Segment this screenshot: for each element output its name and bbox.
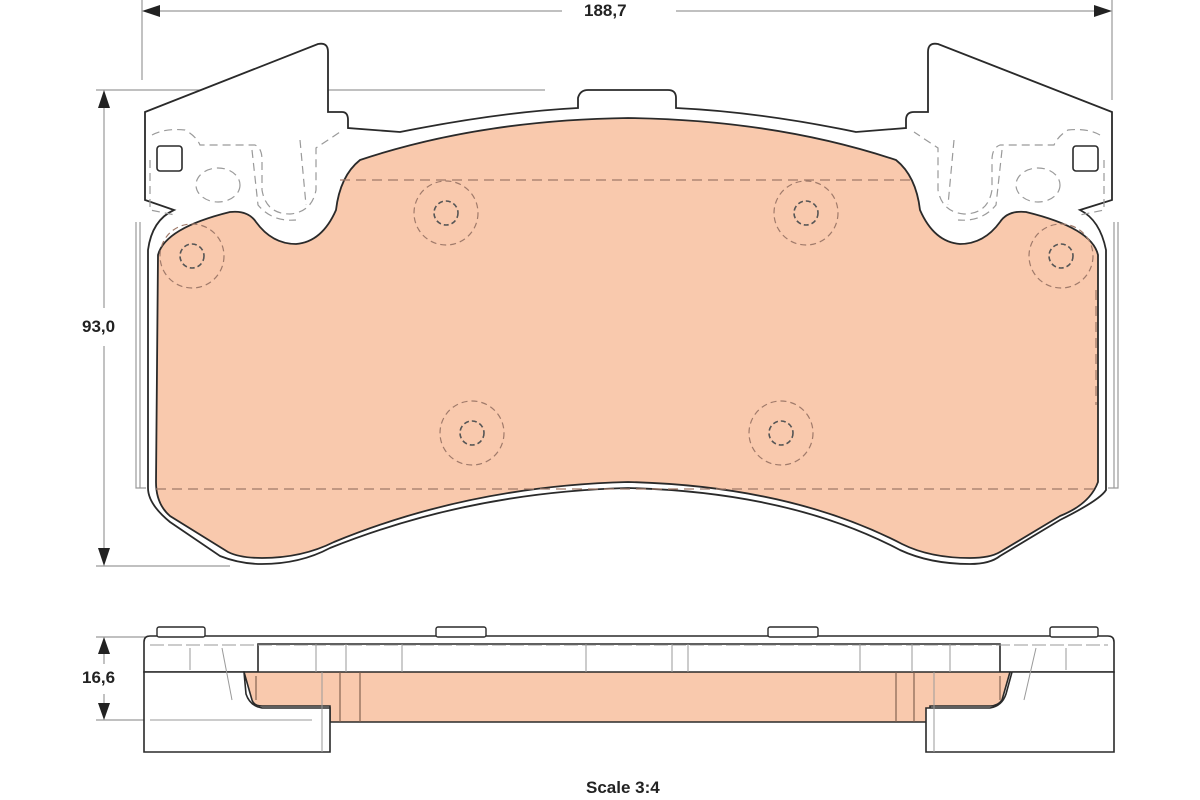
- thickness-dimension-label: 16,6: [78, 668, 120, 688]
- left-retention-slot: [156, 145, 183, 172]
- rivet-top-right: [773, 180, 839, 246]
- rivet-right-edge: [1028, 223, 1094, 289]
- rivet-markers: [159, 180, 1094, 466]
- rivet-bottom-right: [748, 400, 814, 466]
- width-dimension-label: 188,7: [580, 1, 631, 21]
- wear-indicator-lines: [156, 179, 1098, 490]
- scale-label: Scale 3:4: [586, 778, 660, 797]
- height-dimension-label: 93,0: [78, 317, 120, 337]
- rivet-top-left: [413, 180, 479, 246]
- side-view: [143, 626, 1115, 753]
- rivet-left-edge: [159, 223, 225, 289]
- rivet-bottom-left: [439, 400, 505, 466]
- friction-material: [155, 117, 1099, 559]
- right-retention-slot: [1072, 145, 1099, 172]
- side-guides: [135, 222, 1119, 489]
- width-dimension: [141, 0, 1113, 100]
- hidden-lines: [149, 128, 1105, 221]
